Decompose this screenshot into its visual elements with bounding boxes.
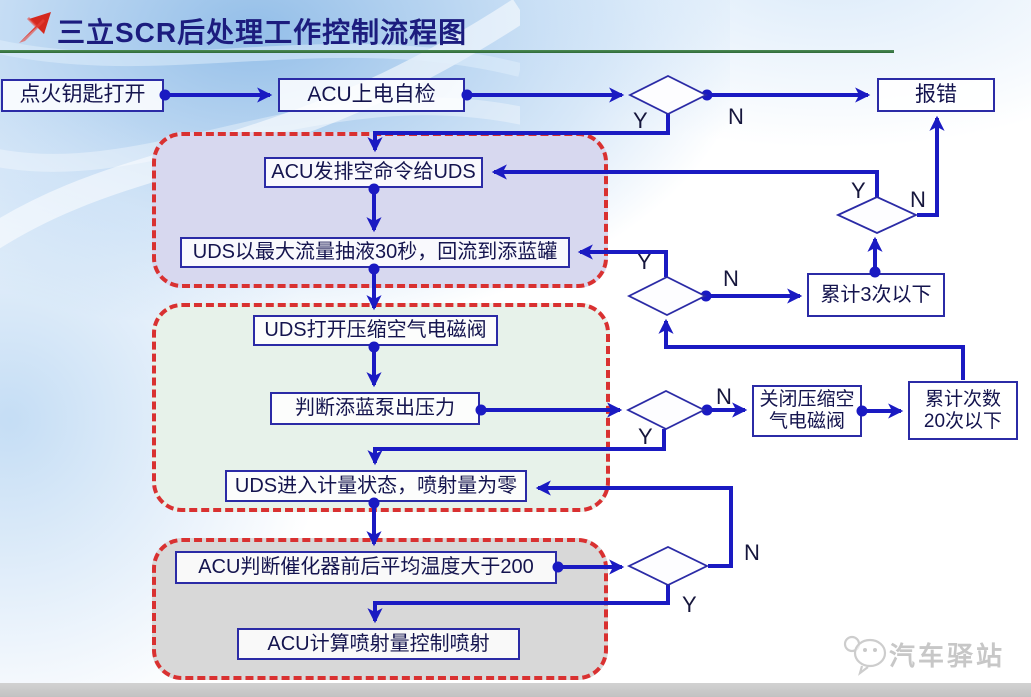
branch-label-selfcheck-yes: Y xyxy=(633,108,648,133)
node-report-error: 报错 xyxy=(877,78,995,112)
branch-label-temp-no: N xyxy=(744,540,760,565)
watermark-text: 汽车驿站 xyxy=(889,641,1006,671)
diamond-pump-retry xyxy=(626,275,708,317)
diamond-retry-under-3 xyxy=(835,196,919,234)
branch-label-pumpcheck-no: N xyxy=(723,266,739,291)
node-acu-judge-temp: ACU判断催化器前后平均温度大于200 xyxy=(175,551,557,584)
branch-label-selfcheck-no: N xyxy=(728,104,744,129)
node-acu-self-check: ACU上电自检 xyxy=(278,78,465,112)
node-acu-calc-injection: ACU计算喷射量控制喷射 xyxy=(237,628,520,660)
watermark-mascot-icon xyxy=(843,635,887,676)
diamond-temp-over-200 xyxy=(626,545,710,587)
node-uds-open-valve: UDS打开压缩空气电磁阀 xyxy=(253,315,498,346)
decision-diamonds xyxy=(625,74,919,587)
branch-label-temp-yes: Y xyxy=(682,592,697,617)
branch-label-retrycheck-yes: Y xyxy=(851,178,866,203)
node-count-20-times: 累计次数 20次以下 xyxy=(908,381,1018,440)
node-uds-pump: UDS以最大流量抽液30秒，回流到添蓝罐 xyxy=(180,237,570,268)
page-title: 三立SCR后处理工作控制流程图 xyxy=(57,17,468,48)
node-judge-pressure: 判断添蓝泵出压力 xyxy=(270,392,480,425)
red-arrow-icon xyxy=(19,12,51,43)
node-retry-3-times: 累计3次以下 xyxy=(807,273,945,317)
bottom-strip xyxy=(0,683,1031,697)
node-uds-metering: UDS进入计量状态，喷射量为零 xyxy=(225,470,527,502)
branch-label-pressure-yes: Y xyxy=(638,424,653,449)
node-acu-purge-cmd: ACU发排空命令给UDS xyxy=(264,157,483,188)
branch-label-retrycheck-no: N xyxy=(910,187,926,212)
branch-label-pressure-no: N xyxy=(716,384,732,409)
connector-count20-to-pumpcheck xyxy=(658,318,965,380)
branch-label-pumpcheck-yes: Y xyxy=(637,249,652,274)
node-close-valve: 关闭压缩空 气电磁阀 xyxy=(752,385,862,437)
header-underline xyxy=(0,50,894,53)
node-ignition: 点火钥匙打开 xyxy=(1,79,164,112)
